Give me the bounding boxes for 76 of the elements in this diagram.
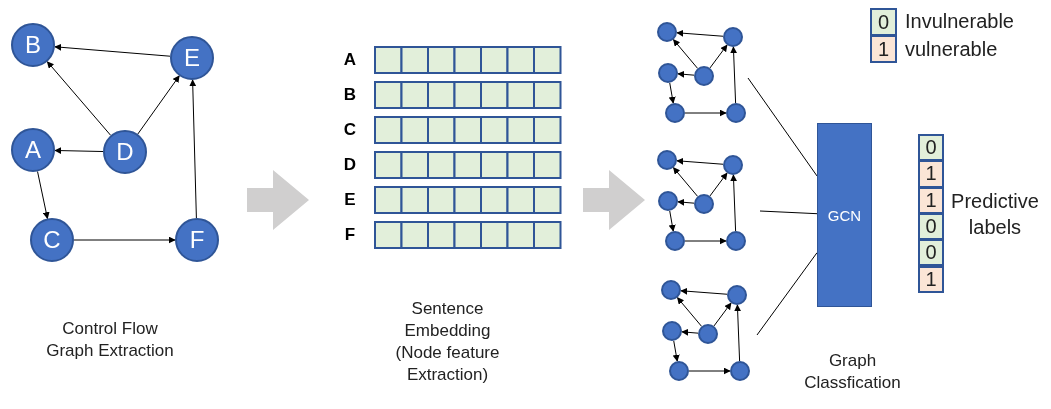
arrow	[668, 82, 676, 104]
legend-label: vulnerable	[905, 38, 998, 61]
arrow	[680, 287, 728, 295]
arrow	[681, 328, 699, 336]
arrow	[37, 171, 50, 220]
arrow	[734, 304, 742, 362]
graph-node	[658, 191, 678, 211]
arrow	[672, 340, 680, 362]
arrow	[54, 43, 171, 57]
graph-node: D	[103, 130, 147, 174]
graph-node	[661, 280, 681, 300]
connector-line	[747, 77, 818, 177]
row-label: A	[342, 49, 358, 71]
arrow	[713, 302, 732, 327]
legend-swatch: 0	[870, 8, 897, 36]
stage-caption: Graph Classfication	[803, 350, 902, 395]
model-block: GCN	[817, 123, 872, 307]
arrow	[672, 167, 699, 197]
graph-node	[694, 194, 714, 214]
label-cell: 1	[918, 160, 944, 188]
label-cell: 0	[918, 212, 944, 241]
connector-line	[756, 252, 818, 336]
graph-node	[730, 361, 750, 381]
arrow	[730, 46, 738, 104]
arrow	[709, 44, 728, 69]
arrow	[672, 39, 699, 69]
arrow	[676, 157, 724, 165]
graph-node: A	[11, 128, 55, 172]
row-label: F	[343, 224, 357, 246]
stage-caption: Control Flow Graph Extraction	[45, 318, 175, 363]
graph-node	[665, 231, 685, 251]
arrow	[676, 297, 703, 327]
arrow	[137, 75, 180, 135]
row-label: C	[342, 119, 358, 141]
graph-node	[723, 27, 743, 47]
graph-node	[669, 361, 689, 381]
arrow	[677, 70, 695, 78]
label-cell: 0	[918, 239, 944, 267]
arrow	[677, 198, 695, 206]
graph-node	[723, 155, 743, 175]
legend-label: Invulnerable	[905, 10, 1014, 33]
graph-node	[657, 22, 677, 42]
arrow	[54, 147, 104, 155]
arrow	[189, 79, 197, 219]
label-cell: 1	[918, 186, 944, 214]
graph-node: B	[11, 23, 55, 67]
graph-node: E	[170, 36, 214, 80]
graph-node	[662, 321, 682, 341]
legend-swatch: 1	[870, 35, 897, 63]
arrow	[46, 61, 112, 136]
arrow	[709, 172, 728, 197]
arrow	[688, 367, 731, 375]
graph-node	[694, 66, 714, 86]
graph-node: C	[30, 218, 74, 262]
connector-line	[759, 210, 818, 215]
arrow	[668, 210, 676, 232]
graph-node	[726, 103, 746, 123]
arrow	[73, 236, 176, 244]
arrow	[684, 237, 727, 245]
graph-node	[658, 63, 678, 83]
row-label: E	[343, 189, 357, 211]
arrow	[676, 29, 724, 37]
arrow	[730, 174, 738, 232]
graph-node	[726, 231, 746, 251]
graph-node	[665, 103, 685, 123]
label-cell: 1	[918, 265, 944, 293]
row-label: B	[342, 84, 358, 106]
graph-node: F	[175, 218, 219, 262]
arrow	[684, 109, 727, 117]
row-label: D	[342, 154, 358, 176]
graph-node	[727, 285, 747, 305]
stage-caption: Sentence Embedding (Node feature Extraction)	[394, 298, 501, 387]
label-cell: 0	[918, 134, 944, 162]
label-caption: Predictive labels	[950, 189, 1040, 240]
graph-node	[657, 150, 677, 170]
graph-node	[698, 324, 718, 344]
